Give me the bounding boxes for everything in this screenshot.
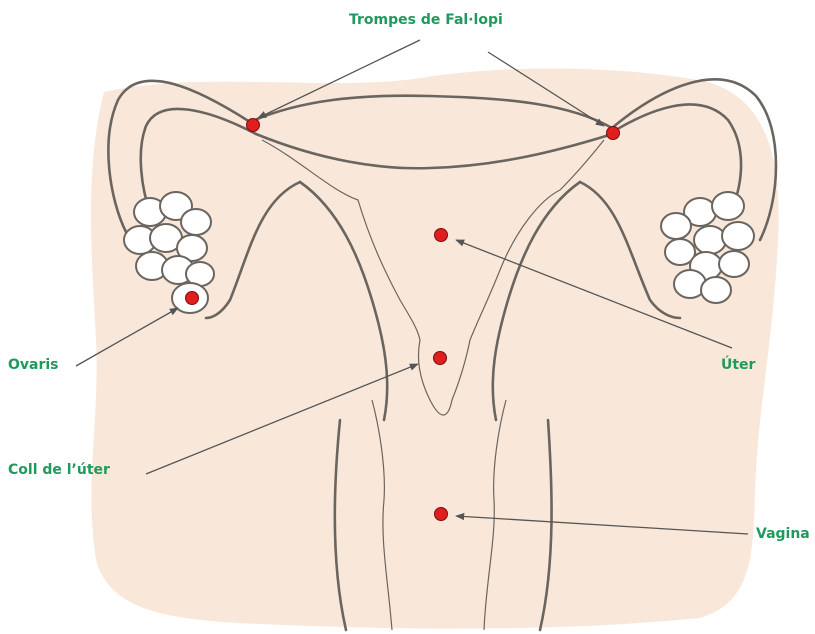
label-uter: Úter [721, 357, 755, 373]
marker-ovaris [186, 292, 199, 305]
label-vagina: Vagina [756, 526, 810, 542]
label-ovaris: Ovaris [8, 357, 59, 373]
label-coll: Coll de l’úter [8, 462, 110, 478]
marker-trompes-right [607, 127, 620, 140]
marker-vagina [435, 508, 448, 521]
marker-trompes-left [247, 119, 260, 132]
label-trompes: Trompes de Fal·lopi [349, 12, 503, 28]
marker-coll [434, 352, 447, 365]
marker-uter [435, 229, 448, 242]
background-blob [91, 68, 779, 628]
